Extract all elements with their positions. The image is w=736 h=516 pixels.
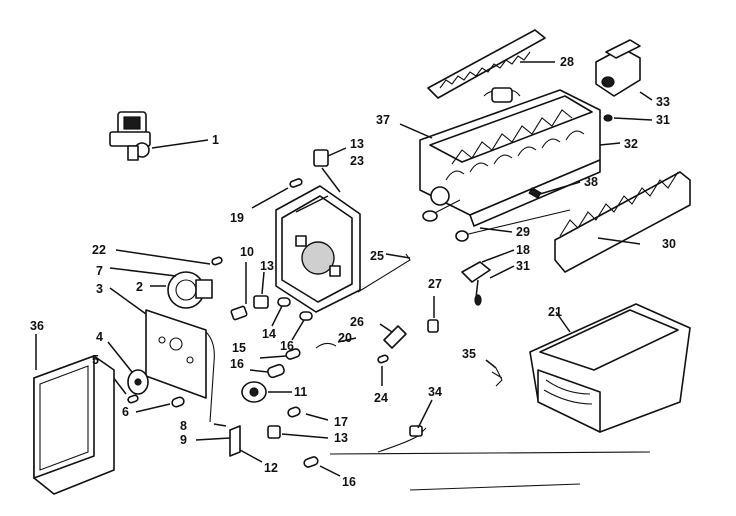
ice-storage-bin — [529, 303, 691, 433]
callout-23: 23 — [350, 154, 364, 168]
callout-25: 25 — [370, 249, 384, 263]
timer-motor — [109, 249, 223, 309]
switch-parts-bottom — [195, 406, 341, 477]
callout-32: 32 — [624, 137, 638, 151]
callout-7: 7 — [96, 264, 103, 278]
cam-and-pins — [377, 296, 439, 386]
callout-18: 18 — [516, 243, 530, 257]
callout-35: 35 — [462, 347, 476, 361]
wire-harness — [377, 359, 503, 453]
callout-9: 9 — [180, 433, 187, 447]
callout-22: 22 — [92, 243, 106, 257]
callout-30: 30 — [662, 237, 676, 251]
callout-38: 38 — [584, 175, 598, 189]
callout-13-mid: 13 — [260, 259, 274, 273]
callout-16-bottom: 16 — [342, 475, 356, 489]
front-cover — [33, 334, 115, 495]
mounting-housing — [275, 167, 361, 313]
callout-13-top: 13 — [350, 137, 364, 151]
switch-parts-top — [251, 147, 347, 209]
callout-29: 29 — [516, 225, 530, 239]
switch-parts-mid — [230, 262, 313, 341]
callout-11: 11 — [294, 385, 307, 399]
callout-16-left: 16 — [230, 357, 244, 371]
callout-16-mid: 16 — [280, 339, 294, 353]
callout-37: 37 — [376, 113, 390, 127]
callout-12: 12 — [264, 461, 278, 475]
callout-8: 8 — [180, 419, 187, 433]
callout-2: 2 — [136, 280, 143, 294]
callout-28: 28 — [560, 55, 574, 69]
callout-36: 36 — [30, 319, 44, 333]
callout-17: 17 — [334, 415, 348, 429]
callout-15: 15 — [232, 341, 246, 355]
ejector-blade — [554, 171, 691, 273]
water-valve — [109, 111, 209, 161]
callout-20: 20 — [338, 331, 352, 345]
callout-31-mid: 31 — [516, 259, 530, 273]
feeler-arm — [357, 253, 411, 293]
callout-13-bottom: 13 — [334, 431, 348, 445]
callout-27: 27 — [428, 277, 442, 291]
callout-21: 21 — [548, 305, 562, 319]
callout-1: 1 — [212, 133, 219, 147]
baseline-marks — [329, 451, 651, 491]
callout-6: 6 — [122, 405, 129, 419]
callout-33: 33 — [656, 95, 670, 109]
callout-26: 26 — [350, 315, 364, 329]
callout-31-top: 31 — [656, 113, 670, 127]
gear-and-screws — [105, 341, 185, 413]
callout-24: 24 — [374, 391, 388, 405]
callout-5: 5 — [92, 353, 99, 367]
callout-34: 34 — [428, 385, 442, 399]
motor-gear-set — [241, 337, 357, 403]
end-bracket — [595, 39, 653, 122]
ice-mold — [399, 87, 621, 227]
callout-3: 3 — [96, 282, 103, 296]
mounting-plate — [109, 287, 215, 423]
callout-19: 19 — [230, 211, 244, 225]
shutoff-clip — [461, 249, 515, 306]
heater-shaft — [422, 199, 571, 242]
callout-4: 4 — [96, 330, 103, 344]
callout-labels: 1 2 3 4 5 6 7 8 9 10 11 12 13 13 13 14 1… — [30, 55, 676, 489]
callout-14: 14 — [262, 327, 276, 341]
top-cover-rail — [427, 29, 555, 99]
callout-10: 10 — [240, 245, 254, 259]
